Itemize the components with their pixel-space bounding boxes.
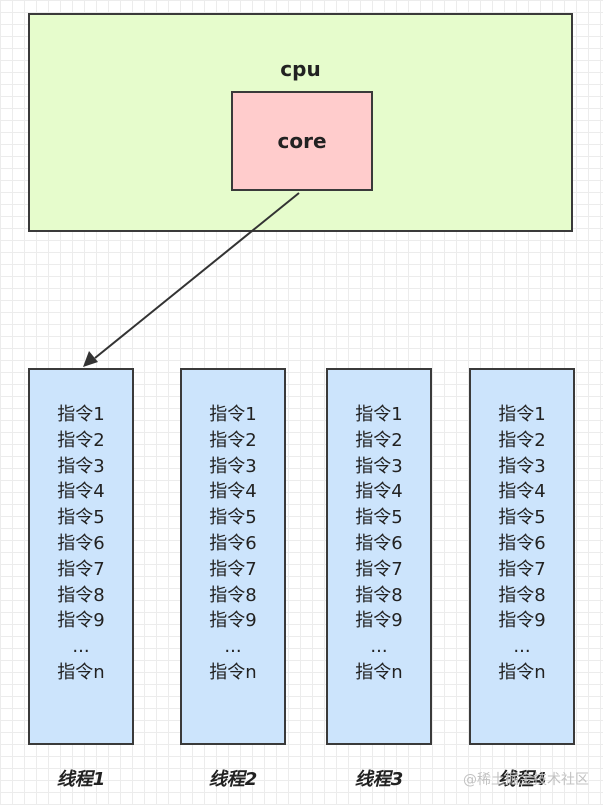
instruction-list: 指令1 指令2 指令3 指令4 指令5 指令6 指令7 指令8 指令9 ... … xyxy=(182,402,284,686)
instruction-item: 指令n xyxy=(209,661,257,683)
thread-box-2: 指令1 指令2 指令3 指令4 指令5 指令6 指令7 指令8 指令9 ... … xyxy=(180,368,286,745)
instruction-item: 指令9 xyxy=(498,610,546,632)
instruction-item: 指令9 xyxy=(209,610,257,632)
instruction-item: 指令4 xyxy=(355,481,403,503)
instruction-item: 指令7 xyxy=(57,558,105,580)
instruction-item: ... xyxy=(370,636,388,658)
instruction-item: 指令3 xyxy=(209,455,257,477)
instruction-item: 指令5 xyxy=(57,507,105,529)
instruction-item: 指令4 xyxy=(498,481,546,503)
instruction-item: 指令6 xyxy=(57,532,105,554)
thread-box-4: 指令1 指令2 指令3 指令4 指令5 指令6 指令7 指令8 指令9 ... … xyxy=(469,368,575,745)
cpu-label: cpu xyxy=(280,57,321,81)
instruction-item: 指令6 xyxy=(209,532,257,554)
instruction-item: 指令8 xyxy=(355,584,403,606)
instruction-item: ... xyxy=(513,636,531,658)
instruction-item: 指令1 xyxy=(209,404,257,425)
thread-label-3: 线程3 xyxy=(354,769,404,790)
instruction-item: 指令4 xyxy=(209,481,257,503)
instruction-item: 指令7 xyxy=(209,558,257,580)
instruction-item: 指令1 xyxy=(498,404,546,425)
instruction-item: 指令7 xyxy=(498,558,546,580)
instruction-item: 指令n xyxy=(355,661,403,683)
instruction-item: 指令1 xyxy=(57,404,105,425)
instruction-item: 指令4 xyxy=(57,481,105,503)
instruction-item: 指令9 xyxy=(355,610,403,632)
instruction-item: 指令5 xyxy=(498,507,546,529)
instruction-item: 指令5 xyxy=(209,507,257,529)
instruction-item: 指令1 xyxy=(355,404,403,425)
instruction-item: 指令2 xyxy=(355,429,403,451)
instruction-list: 指令1 指令2 指令3 指令4 指令5 指令6 指令7 指令8 指令9 ... … xyxy=(471,402,573,686)
instruction-item: 指令5 xyxy=(355,507,403,529)
instruction-item: 指令8 xyxy=(57,584,105,606)
thread-label-2: 线程2 xyxy=(208,769,258,790)
instruction-item: 指令2 xyxy=(209,429,257,451)
instruction-item: 指令n xyxy=(498,661,546,683)
instruction-item: 指令3 xyxy=(498,455,546,477)
thread-label-1: 线程1 xyxy=(56,769,106,790)
instruction-item: 指令2 xyxy=(57,429,105,451)
watermark-text: @稀土掘金技术社区 xyxy=(463,772,589,788)
instruction-item: 指令2 xyxy=(498,429,546,451)
instruction-list: 指令1 指令2 指令3 指令4 指令5 指令6 指令7 指令8 指令9 ... … xyxy=(30,402,132,686)
instruction-item: 指令9 xyxy=(57,610,105,632)
arrow-head xyxy=(83,351,98,367)
thread-label-4: 线程4 xyxy=(497,769,547,790)
instruction-item: 指令7 xyxy=(355,558,403,580)
instruction-item: ... xyxy=(72,636,90,658)
thread-box-3: 指令1 指令2 指令3 指令4 指令5 指令6 指令7 指令8 指令9 ... … xyxy=(326,368,432,745)
instruction-list: 指令1 指令2 指令3 指令4 指令5 指令6 指令7 指令8 指令9 ... … xyxy=(328,402,430,686)
thread-box-1: 指令1 指令2 指令3 指令4 指令5 指令6 指令7 指令8 指令9 ... … xyxy=(28,368,134,745)
instruction-item: ... xyxy=(224,636,242,658)
instruction-item: 指令6 xyxy=(355,532,403,554)
instruction-item: 指令3 xyxy=(355,455,403,477)
instruction-item: 指令n xyxy=(57,661,105,683)
instruction-item: 指令6 xyxy=(498,532,546,554)
core-label: core xyxy=(277,129,327,153)
instruction-item: 指令3 xyxy=(57,455,105,477)
instruction-item: 指令8 xyxy=(498,584,546,606)
core-box: core xyxy=(231,91,373,191)
instruction-item: 指令8 xyxy=(209,584,257,606)
